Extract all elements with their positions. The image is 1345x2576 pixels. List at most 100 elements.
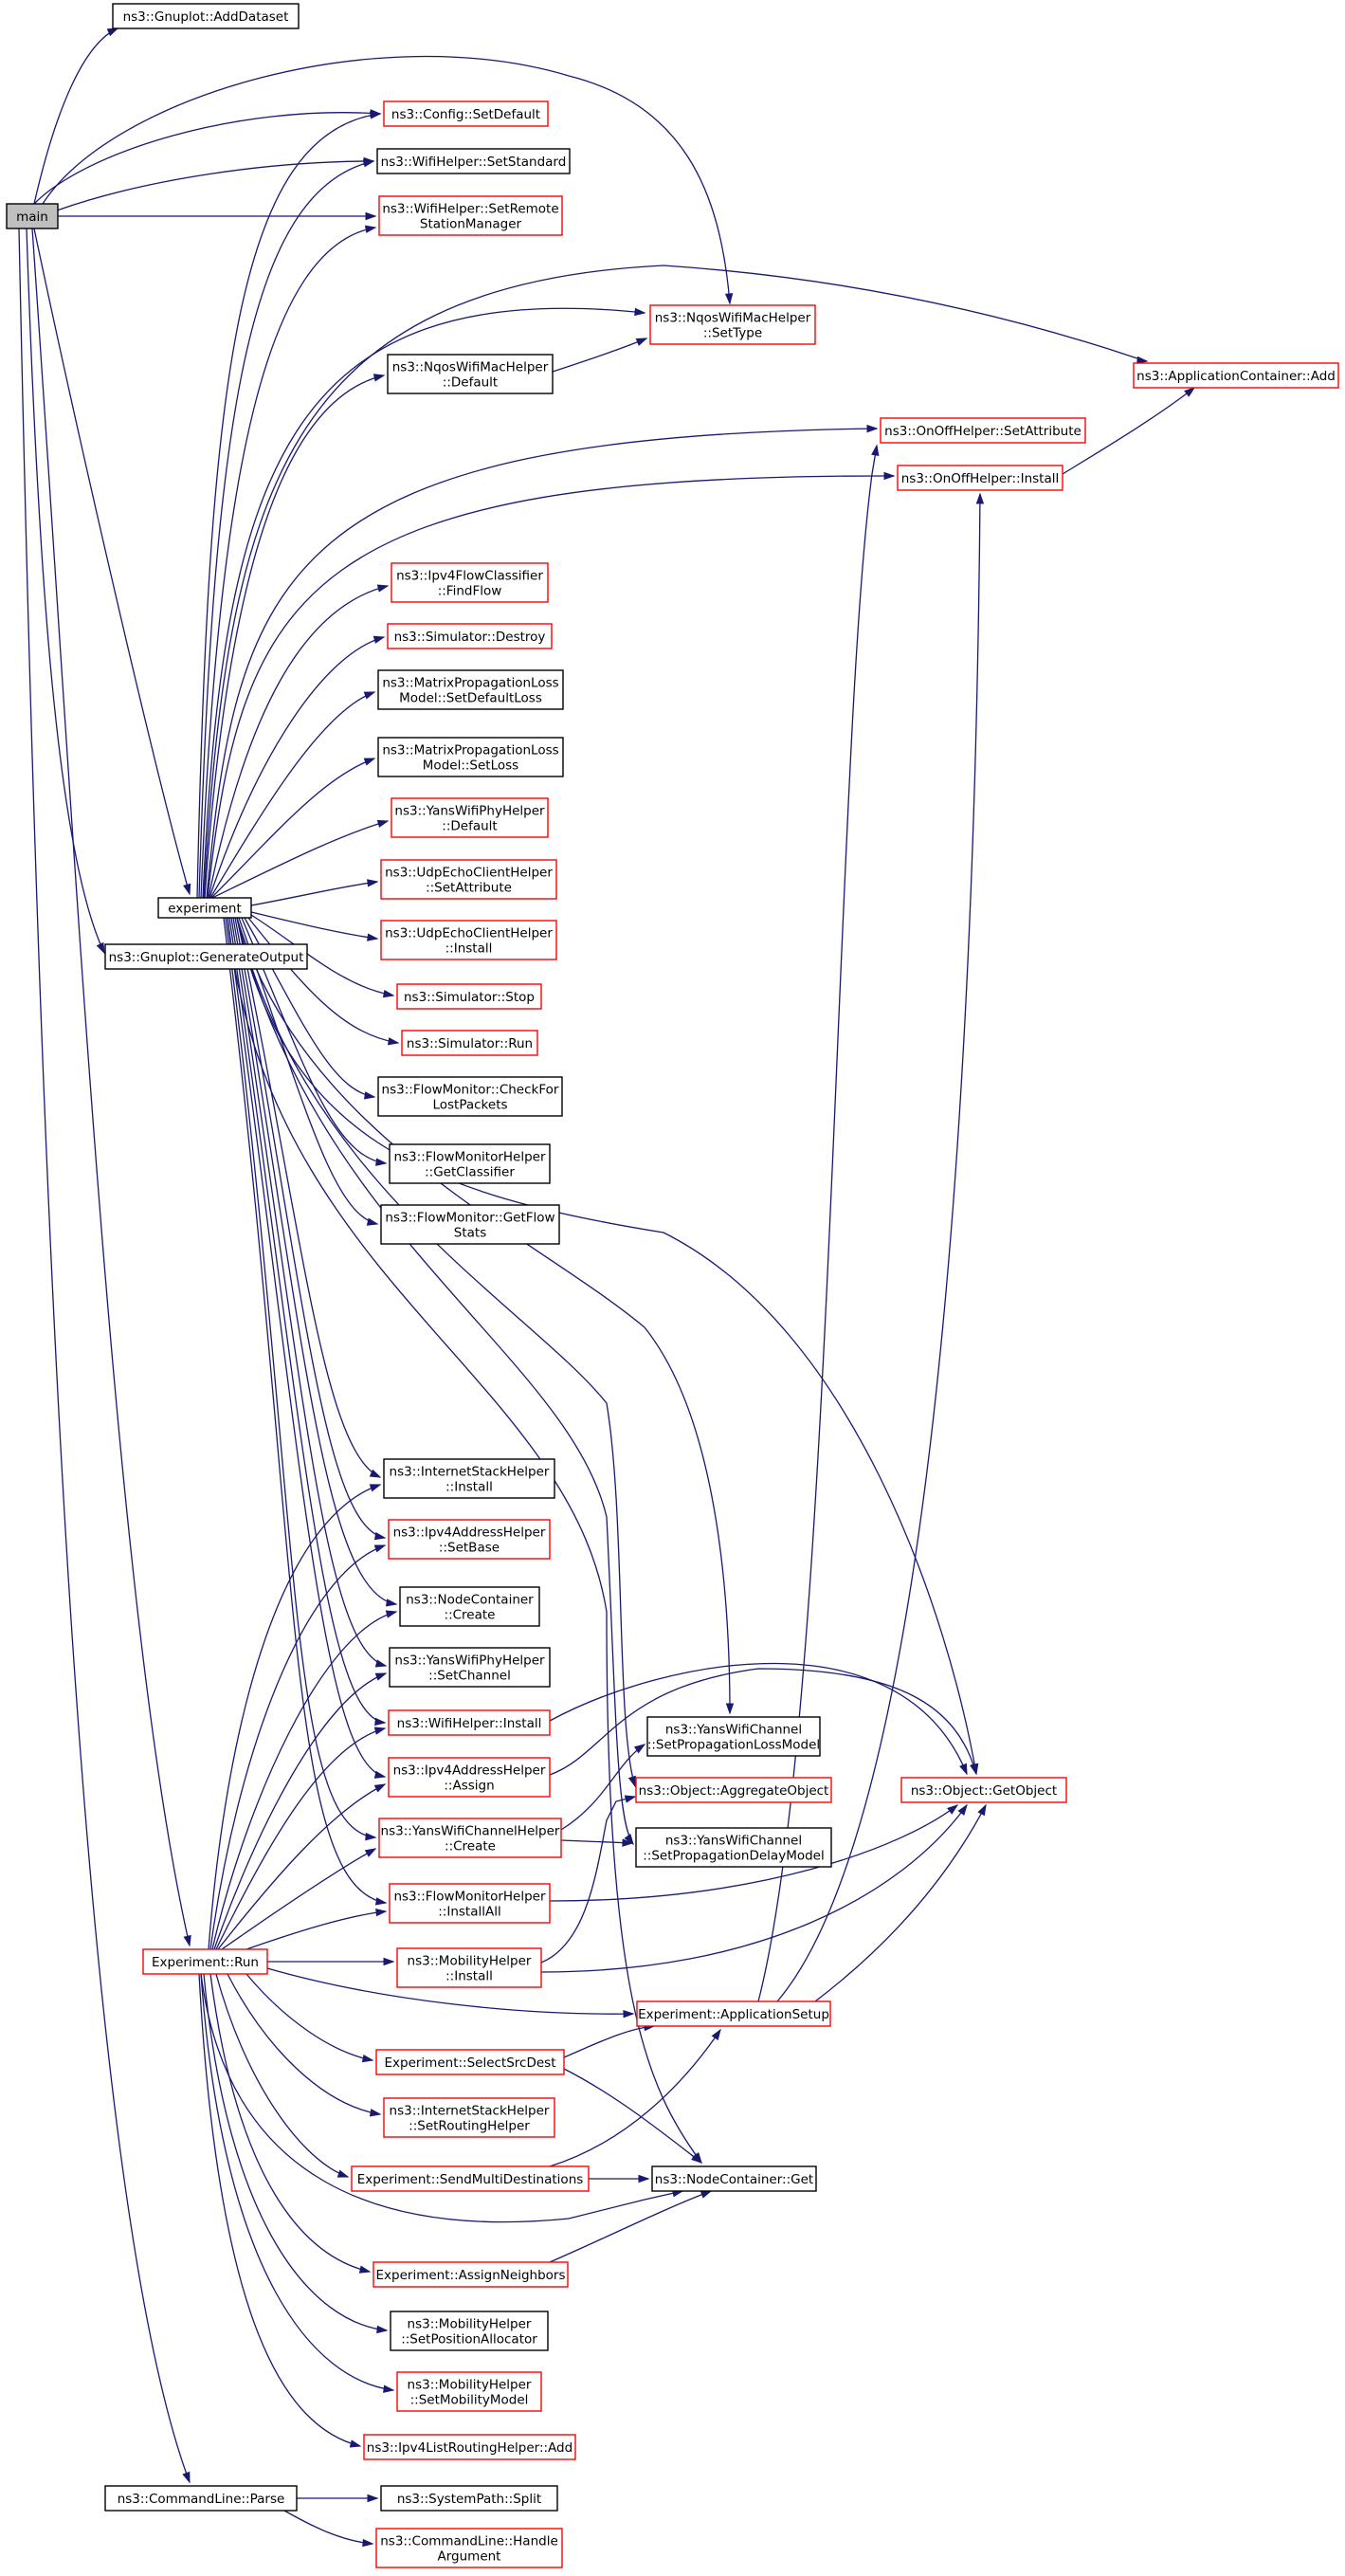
node-box[interactable] [383, 100, 549, 127]
node-box[interactable] [1133, 362, 1339, 389]
node-box[interactable] [378, 1818, 562, 1858]
node-experiment-sendmulti[interactable]: Experiment::SendMultiDestinations [351, 2165, 590, 2192]
node-experiment-assignneighbors[interactable]: Experiment::AssignNeighbors [373, 2261, 569, 2288]
node-wifihelper-install[interactable]: ns3::WifiHelper::Install [388, 1709, 551, 1736]
node-box[interactable] [396, 2371, 542, 2412]
node-box[interactable] [380, 859, 557, 900]
node-box[interactable] [399, 1586, 540, 1627]
node-box[interactable] [380, 1204, 560, 1245]
node-gnuplot-generateoutput[interactable]: ns3::Gnuplot::GenerateOutput [104, 943, 308, 970]
node-simulator-run[interactable]: ns3::Simulator::Run [401, 1030, 538, 1056]
node-onoff-setattribute[interactable]: ns3::OnOffHelper::SetAttribute [880, 417, 1086, 444]
node-box[interactable] [897, 465, 1063, 491]
node-experiment-selectsrcdest[interactable]: Experiment::SelectSrcDest [375, 2049, 565, 2075]
node-box[interactable] [104, 943, 308, 970]
node-internetstack-setrouting[interactable]: ns3::InternetStackHelper::SetRoutingHelp… [383, 2097, 555, 2138]
node-box[interactable] [900, 1777, 1067, 1803]
node-box[interactable] [396, 983, 542, 1010]
node-box[interactable] [646, 1716, 821, 1757]
node-yansphy-setchannel[interactable]: ns3::YansWifiPhyHelper::SetChannel [389, 1647, 551, 1688]
node-box[interactable] [157, 897, 252, 919]
node-mobility-setmobility[interactable]: ns3::MobilityHelper::SetMobilityModel [396, 2371, 542, 2412]
node-box[interactable] [387, 354, 554, 394]
node-internetstack-install[interactable]: ns3::InternetStackHelper::Install [383, 1458, 555, 1499]
node-box[interactable] [377, 669, 564, 710]
node-mobility-install[interactable]: ns3::MobilityHelper::Install [396, 1947, 542, 1988]
node-flowmonitorhelper-getclassifier[interactable]: ns3::FlowMonitorHelper::GetClassifier [389, 1143, 551, 1184]
node-box[interactable] [636, 2001, 831, 2027]
node-box[interactable] [104, 2485, 298, 2512]
node-box[interactable] [391, 562, 549, 603]
node-box[interactable] [388, 1519, 551, 1560]
node-box[interactable] [390, 2311, 549, 2351]
node-simulator-stop[interactable]: ns3::Simulator::Stop [396, 983, 542, 1010]
node-box[interactable] [112, 3, 300, 29]
node-box[interactable] [373, 2261, 569, 2288]
node-box[interactable] [375, 2049, 565, 2075]
node-box[interactable] [880, 417, 1086, 444]
node-yanschannel-setdelay[interactable]: ns3::YansWifiChannel::SetPropagationDela… [635, 1827, 832, 1868]
node-box[interactable] [401, 1030, 538, 1056]
node-ipv4flow-findflow[interactable]: ns3::Ipv4FlowClassifier::FindFlow [391, 562, 549, 603]
node-box[interactable] [6, 203, 59, 229]
node-box[interactable] [389, 1143, 551, 1184]
node-nqos-settype[interactable]: ns3::NqosWifiMacHelper::SetType [649, 304, 816, 345]
node-box[interactable] [388, 1709, 551, 1736]
node-box[interactable] [351, 2165, 590, 2192]
node-ipv4address-setbase[interactable]: ns3::Ipv4AddressHelper::SetBase [388, 1519, 551, 1560]
node-simulator-destroy[interactable]: ns3::Simulator::Destroy [387, 623, 553, 649]
node-box[interactable] [383, 1458, 555, 1499]
node-udpecho-install[interactable]: ns3::UdpEchoClientHelper::Install [380, 920, 557, 960]
node-gnuplot-adddataset[interactable]: ns3::Gnuplot::AddDataset [112, 3, 300, 29]
node-box[interactable] [377, 737, 564, 777]
node-object-aggregate[interactable]: ns3::Object::AggregateObject [635, 1777, 832, 1803]
node-box[interactable] [142, 1948, 268, 1975]
node-box[interactable] [396, 1947, 542, 1988]
node-box[interactable] [383, 2097, 555, 2138]
node-ipv4address-assign[interactable]: ns3::Ipv4AddressHelper::Assign [388, 1757, 551, 1798]
node-yansphy-default[interactable]: ns3::YansWifiPhyHelper::Default [391, 797, 549, 838]
node-box[interactable] [389, 1647, 551, 1688]
node-object-getobject[interactable]: ns3::Object::GetObject [900, 1777, 1067, 1803]
node-box[interactable] [635, 1827, 832, 1868]
node-yanschannel-setloss[interactable]: ns3::YansWifiChannel::SetPropagationLoss… [646, 1716, 821, 1757]
node-nodecontainer-get[interactable]: ns3::NodeContainer::Get [651, 2165, 817, 2192]
node-wifihelper-setstandard[interactable]: ns3::WifiHelper::SetStandard [376, 148, 571, 174]
node-box[interactable] [380, 2485, 558, 2512]
node-experiment-appsetup[interactable]: Experiment::ApplicationSetup [636, 2001, 831, 2027]
node-matrix-setdefaultloss[interactable]: ns3::MatrixPropagationLossModel::SetDefa… [377, 669, 564, 710]
node-box[interactable] [363, 2434, 576, 2460]
node-experiment-run[interactable]: Experiment::Run [142, 1948, 268, 1975]
node-ipv4listrouting-add[interactable]: ns3::Ipv4ListRoutingHelper::Add [363, 2434, 576, 2460]
node-systempath-split[interactable]: ns3::SystemPath::Split [380, 2485, 558, 2512]
node-flowmonitorhelper-installall[interactable]: ns3::FlowMonitorHelper::InstallAll [389, 1883, 551, 1924]
node-box[interactable] [375, 2528, 563, 2568]
node-box[interactable] [388, 1757, 551, 1798]
node-box[interactable] [380, 920, 557, 960]
node-box[interactable] [635, 1777, 832, 1803]
node-main[interactable]: main [6, 203, 59, 229]
node-box[interactable] [651, 2165, 817, 2192]
node-box[interactable] [649, 304, 816, 345]
node-box[interactable] [387, 623, 553, 649]
node-mobility-setposalloc[interactable]: ns3::MobilityHelper::SetPositionAllocato… [390, 2311, 549, 2351]
node-box[interactable] [391, 797, 549, 838]
node-box[interactable] [376, 148, 571, 174]
node-box[interactable] [389, 1883, 551, 1924]
node-yanschannelhelper-create[interactable]: ns3::YansWifiChannelHelper::Create [378, 1818, 562, 1858]
node-commandline-parse[interactable]: ns3::CommandLine::Parse [104, 2485, 298, 2512]
node-nqos-default[interactable]: ns3::NqosWifiMacHelper::Default [387, 354, 554, 394]
node-box[interactable] [378, 195, 563, 236]
node-config-setdefault[interactable]: ns3::Config::SetDefault [383, 100, 549, 127]
node-nodecontainer-create[interactable]: ns3::NodeContainer::Create [399, 1586, 540, 1627]
node-onoff-install[interactable]: ns3::OnOffHelper::Install [897, 465, 1063, 491]
node-appcontainer-add[interactable]: ns3::ApplicationContainer::Add [1133, 362, 1339, 389]
node-udpecho-setattribute[interactable]: ns3::UdpEchoClientHelper::SetAttribute [380, 859, 557, 900]
node-experiment[interactable]: experiment [157, 897, 252, 919]
node-box[interactable] [377, 1076, 563, 1117]
